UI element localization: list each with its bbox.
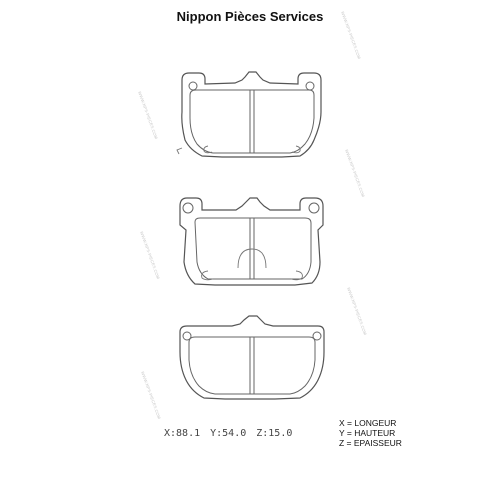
legend-item-x: X = LONGEUR bbox=[339, 418, 397, 428]
watermark-text: WWW.NPS-PIECES.COM bbox=[140, 371, 162, 420]
dimension-x: X:88.1 bbox=[164, 428, 201, 439]
friction-material bbox=[194, 217, 312, 280]
dimensions-readout: X:88.1 Y:54.0 Z:15.0 bbox=[164, 428, 302, 439]
watermark-text: WWW.NPS-PIECES.COM bbox=[137, 91, 159, 140]
watermark-text: WWW.NPS-PIECES.COM bbox=[346, 287, 368, 336]
mounting-hole bbox=[305, 81, 315, 91]
wear-indicator-clip bbox=[201, 270, 214, 281]
mounting-hole bbox=[182, 202, 194, 214]
watermark-right: WWW.NPS-PIECES.COM WWW.NPS-PIECES.COM WW… bbox=[340, 11, 368, 336]
legend-item-y: Y = HAUTEUR bbox=[339, 428, 396, 438]
dimension-y: Y:54.0 bbox=[210, 428, 247, 439]
brake-pad-view-1 bbox=[176, 71, 322, 158]
watermark-text: WWW.NPS-PIECES.COM bbox=[340, 11, 362, 60]
mounting-hole bbox=[308, 202, 320, 214]
wear-indicator-clip bbox=[203, 145, 213, 154]
pad-outline bbox=[179, 315, 325, 400]
dimension-legend: X = LONGEUR Y = HAUTEUR Z = EPAISSEUR bbox=[339, 418, 402, 448]
wear-indicator-clip bbox=[290, 270, 303, 281]
legend-item-z: Z = EPAISSEUR bbox=[339, 438, 402, 448]
wear-sensor-tab bbox=[176, 147, 183, 155]
brake-pad-view-2 bbox=[179, 197, 324, 286]
dimension-z: Z:15.0 bbox=[256, 428, 293, 439]
watermark-left: WWW.NPS-PIECES.COM WWW.NPS-PIECES.COM WW… bbox=[137, 91, 162, 420]
friction-material bbox=[188, 336, 316, 395]
pad-outline bbox=[179, 197, 324, 286]
brake-pad-view-3 bbox=[179, 315, 325, 400]
wear-indicator-clip bbox=[291, 145, 301, 154]
pad-outline bbox=[181, 71, 322, 158]
center-groove-arc bbox=[237, 248, 267, 269]
mounting-hole bbox=[182, 331, 192, 341]
watermark-text: WWW.NPS-PIECES.COM bbox=[344, 149, 366, 198]
mounting-hole bbox=[312, 331, 322, 341]
watermark-text: WWW.NPS-PIECES.COM bbox=[139, 231, 161, 280]
mounting-hole bbox=[188, 81, 198, 91]
friction-material bbox=[189, 89, 315, 154]
brand-title: Nippon Pièces Services bbox=[176, 9, 324, 24]
